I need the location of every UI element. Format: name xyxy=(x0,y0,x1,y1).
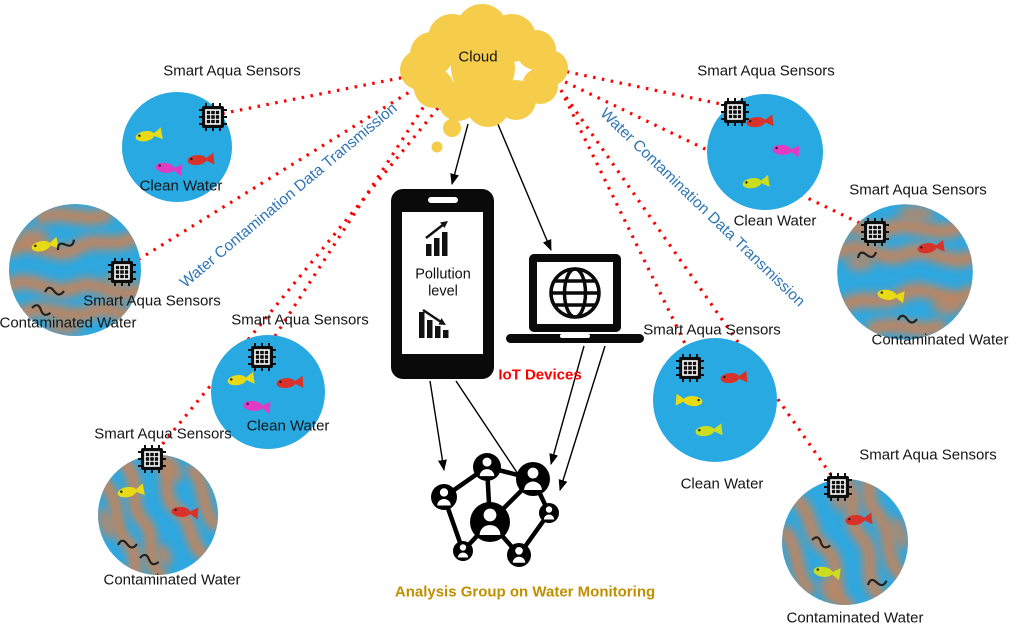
chip-icon xyxy=(137,444,167,474)
arrow-line xyxy=(496,121,552,252)
iot-devices-label: IoT Devices xyxy=(498,366,582,384)
phone-screen-text: Pollution level xyxy=(415,266,471,299)
chip-icon xyxy=(675,353,705,383)
arrow-line xyxy=(558,345,606,492)
water-label: Contaminated Water xyxy=(103,571,241,589)
cloud-label: Cloud xyxy=(458,48,498,66)
chip-icon xyxy=(860,217,890,247)
cloud-bubble xyxy=(443,119,461,137)
water-label: Clean Water xyxy=(733,212,817,230)
water-label: Clean Water xyxy=(246,417,330,435)
water-label: Contaminated Water xyxy=(786,609,924,627)
cloud-shape xyxy=(400,4,568,153)
arrow-line xyxy=(429,380,447,472)
person-icon xyxy=(473,453,501,481)
person-icon xyxy=(539,503,559,523)
chip-icon xyxy=(720,97,750,127)
bar-chart-down-icon xyxy=(419,308,449,338)
person-icon xyxy=(470,502,510,542)
smartphone-icon xyxy=(391,189,494,379)
arrow-line xyxy=(450,123,469,186)
person-icon xyxy=(507,543,531,567)
arrow-line xyxy=(455,380,527,487)
dotted-line xyxy=(548,66,741,110)
chip-icon xyxy=(247,342,277,372)
contaminated-water-circle xyxy=(837,204,973,340)
dotted-line xyxy=(559,89,696,363)
sensor-label: Smart Aqua Sensors xyxy=(849,181,987,199)
person-icon xyxy=(516,462,550,496)
dotted-line xyxy=(127,86,417,268)
phone-speaker xyxy=(428,197,458,203)
dotted-line xyxy=(564,96,838,483)
chip-icon xyxy=(198,102,228,132)
water-label: Clean Water xyxy=(139,177,223,195)
water-label: Contaminated Water xyxy=(871,331,1009,349)
sensor-label: Smart Aqua Sensors xyxy=(94,425,232,443)
laptop-icon xyxy=(506,254,644,343)
sensor-label: Smart Aqua Sensors xyxy=(697,62,835,80)
sensor-label: Smart Aqua Sensors xyxy=(643,321,781,339)
chip-icon xyxy=(107,257,137,287)
water-label: Contaminated Water xyxy=(0,314,137,332)
globe-icon xyxy=(549,267,601,319)
bar-chart-up-icon xyxy=(425,221,448,256)
cloud-bubble xyxy=(431,141,443,153)
sensor-label: Smart Aqua Sensors xyxy=(163,62,301,80)
person-icon xyxy=(453,541,473,561)
water-label: Clean Water xyxy=(680,475,764,493)
chip-icon xyxy=(823,472,853,502)
sensor-label: Smart Aqua Sensors xyxy=(231,311,369,329)
arrow-line xyxy=(549,345,585,466)
clean-water-circle xyxy=(211,335,325,449)
people-network-icon xyxy=(431,453,559,567)
clean-water-circle xyxy=(653,338,777,462)
sensor-label: Smart Aqua Sensors xyxy=(83,292,221,310)
red-dotted-links xyxy=(127,66,871,483)
sensor-label: Smart Aqua Sensors xyxy=(859,446,997,464)
analysis-group-label: Analysis Group on Water Monitoring xyxy=(394,583,656,601)
person-icon xyxy=(431,484,457,510)
dotted-line xyxy=(154,106,440,454)
flow-arrows xyxy=(429,121,606,492)
dotted-line xyxy=(556,76,871,230)
